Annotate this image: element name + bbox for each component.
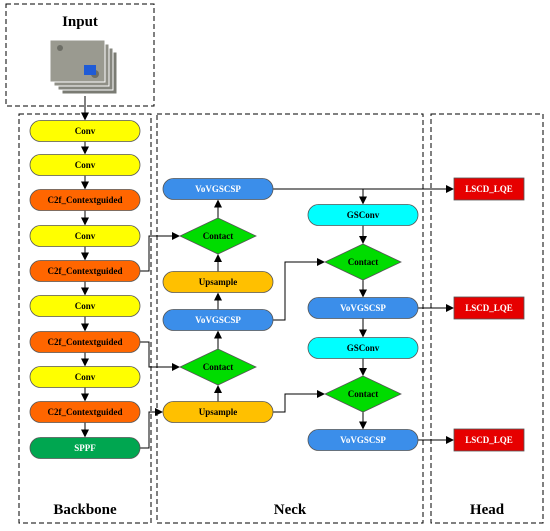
neck-upsample-2-label: Upsample: [199, 407, 238, 417]
section-title-input: Input: [62, 14, 98, 30]
neck-gsconv-1-label: GSConv: [347, 210, 380, 220]
arrow-sppf-upsample2: [140, 408, 163, 449]
backbone-c2f-1: C2f_Contextguided: [29, 189, 141, 211]
neck-vovgscsp-right-1: VoVGSCSP: [307, 297, 419, 319]
head-lscd-lqe-2: LSCD_LQE: [453, 296, 525, 320]
backbone-sppf-label: SPPF: [74, 443, 96, 453]
neck-contact-3-label: Contact: [348, 257, 379, 267]
neck-gsconv-2-label: GSConv: [347, 343, 380, 353]
input-blue-object: [84, 65, 96, 75]
backbone-conv-4-label: Conv: [75, 301, 96, 311]
backbone-c2f-2-label: C2f_Contextguided: [47, 266, 122, 276]
input-image-stack: [49, 39, 118, 95]
neck-upsample-2: Upsample: [162, 401, 274, 423]
neck-contact-4: Contact: [324, 375, 402, 413]
arrow-c2f3-contact2: [140, 341, 180, 371]
backbone-c2f-3: C2f_Contextguided: [29, 331, 141, 353]
backbone-c2f-4-label: C2f_Contextguided: [47, 407, 122, 417]
backbone-c2f-3-label: C2f_Contextguided: [47, 337, 122, 347]
backbone-c2f-1-label: C2f_Contextguided: [47, 195, 122, 205]
connectors: [81, 96, 454, 449]
backbone-sppf: SPPF: [29, 437, 141, 459]
head-lscd-lqe-1: LSCD_LQE: [453, 177, 525, 201]
head-lscd-lqe-3: LSCD_LQE: [453, 428, 525, 452]
backbone-c2f-4: C2f_Contextguided: [29, 401, 141, 423]
neck-contact-4-label: Contact: [348, 389, 379, 399]
neck-contact-2-label: Contact: [203, 362, 234, 372]
backbone-conv-2-label: Conv: [75, 160, 96, 170]
backbone-conv-3-label: Conv: [75, 231, 96, 241]
backbone-conv-5-label: Conv: [75, 372, 96, 382]
arrow-vovgscsp-mid-to-contact3: [273, 258, 325, 321]
neck-vovgscsp-top-label: VoVGSCSP: [195, 184, 241, 194]
neck-vovgscsp-right-2: VoVGSCSP: [307, 429, 419, 451]
neck-vovgscsp-top: VoVGSCSP: [162, 178, 274, 200]
neck-upsample-1-label: Upsample: [199, 277, 238, 287]
neck-frame: [156, 113, 424, 524]
neck-contact-1: Contact: [179, 217, 257, 255]
neck-contact-1-label: Contact: [203, 231, 234, 241]
nodes: ConvConvC2f_ContextguidedConvC2f_Context…: [29, 120, 525, 459]
neck-gsconv-1: GSConv: [307, 204, 419, 226]
neck-gsconv-2: GSConv: [307, 337, 419, 359]
neck-vovgscsp-mid-label: VoVGSCSP: [195, 315, 241, 325]
head-lscd-lqe-2-label: LSCD_LQE: [465, 303, 513, 313]
backbone-conv-1: Conv: [29, 120, 141, 142]
backbone-conv-2: Conv: [29, 154, 141, 176]
backbone-c2f-2: C2f_Contextguided: [29, 260, 141, 282]
neck-vovgscsp-right-1-label: VoVGSCSP: [340, 303, 386, 313]
arrow-c2f2-contact1: [140, 232, 180, 272]
backbone-conv-3: Conv: [29, 225, 141, 247]
neck-contact-3: Contact: [324, 243, 402, 281]
head-lscd-lqe-3-label: LSCD_LQE: [465, 435, 513, 445]
neck-vovgscsp-mid: VoVGSCSP: [162, 309, 274, 331]
neck-contact-2: Contact: [179, 348, 257, 386]
backbone-conv-1-label: Conv: [75, 126, 96, 136]
neck-upsample-1: Upsample: [162, 271, 274, 293]
section-title-neck: Neck: [273, 502, 307, 518]
input-frame: [5, 3, 155, 107]
backbone-conv-4: Conv: [29, 295, 141, 317]
head-frame: [430, 113, 544, 524]
backbone-conv-5: Conv: [29, 366, 141, 388]
section-title-backbone: Backbone: [53, 502, 117, 518]
head-lscd-lqe-1-label: LSCD_LQE: [465, 184, 513, 194]
arrow-upsample2-to-contact4: [273, 390, 325, 413]
section-title-head: Head: [469, 502, 505, 518]
neck-vovgscsp-right-2-label: VoVGSCSP: [340, 435, 386, 445]
